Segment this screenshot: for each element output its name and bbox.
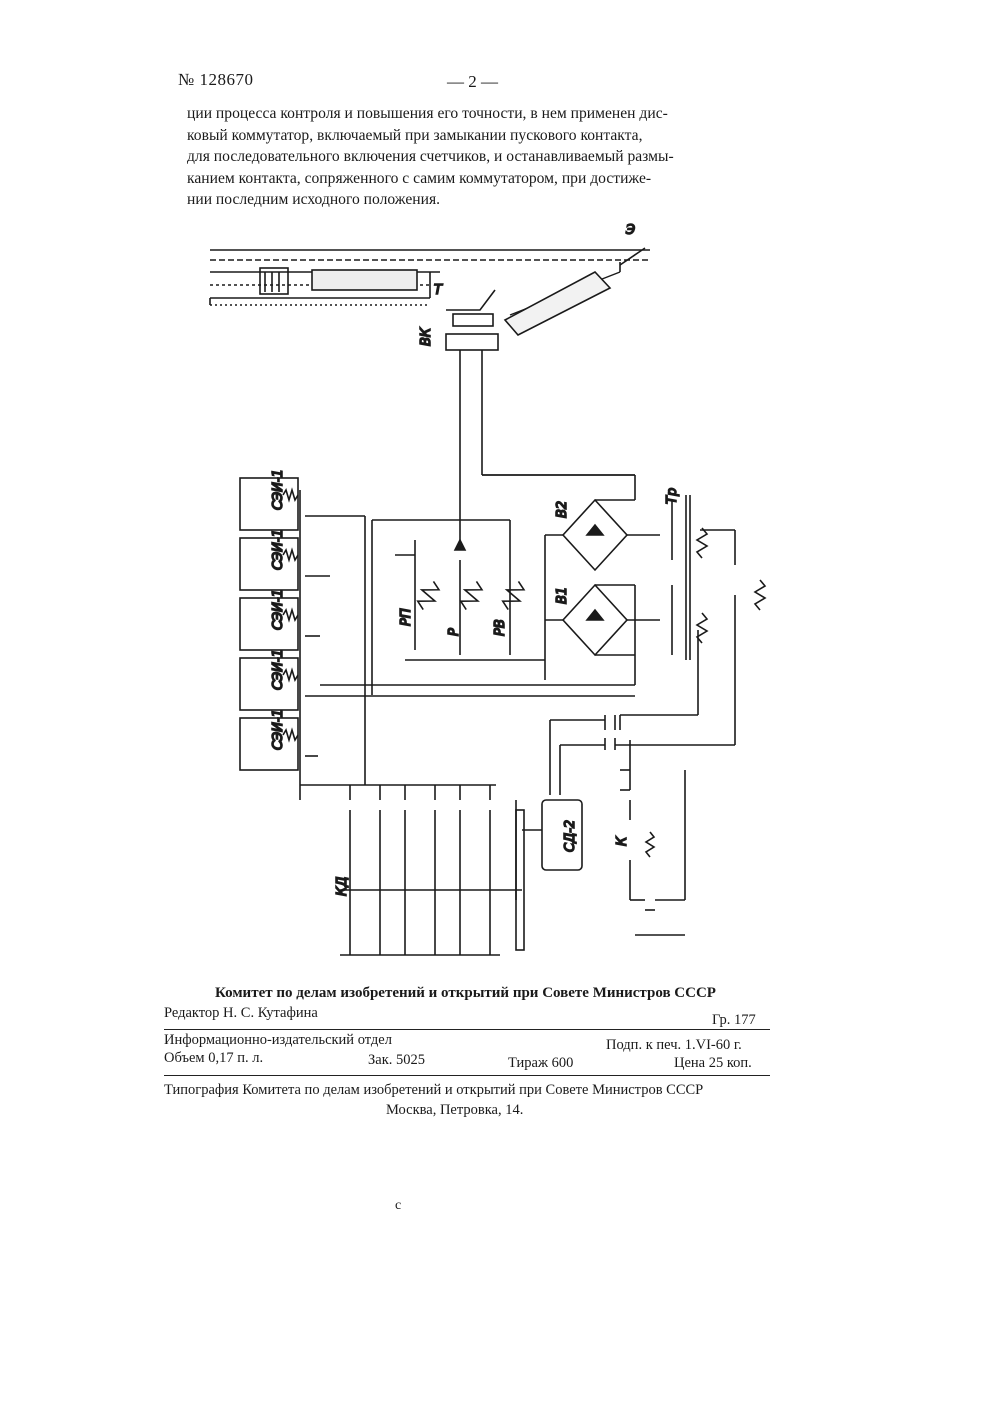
- price: Цена 25 коп.: [674, 1055, 752, 1072]
- address: Москва, Петровка, 14.: [386, 1102, 523, 1119]
- counter-label: СЭИ-1: [271, 589, 286, 630]
- order: Зак. 5025: [368, 1052, 425, 1069]
- committee-name: Комитет по делам изобретений и открытий …: [215, 985, 716, 1002]
- body-line: нии последним исходного положения.: [187, 189, 760, 211]
- label-e: Э: [625, 223, 635, 238]
- rectifiers: [320, 475, 660, 685]
- label-rv: РВ: [493, 619, 508, 636]
- circulation: Тираж 600: [508, 1055, 573, 1072]
- patent-number: № 128670: [178, 70, 253, 90]
- divider: [164, 1029, 770, 1030]
- printer: Типография Комитета по делам изобретений…: [164, 1082, 703, 1099]
- label-t: Т: [434, 283, 443, 298]
- circuit-diagram: ВК Т Э СЭИ-1 СЭИ-1 СЭИ-1 СЭИ-1 СЭИ-1: [150, 210, 850, 980]
- volume: Объем 0,17 п. л.: [164, 1050, 263, 1067]
- label-vk: ВК: [419, 327, 434, 346]
- footer-mark: с: [395, 1198, 401, 1214]
- disc-commutator: [300, 785, 524, 955]
- label-rp: РП: [399, 608, 414, 626]
- editor: Редактор Н. С. Кутафина: [164, 1005, 318, 1022]
- body-line: для последовательного включения счетчико…: [187, 146, 760, 168]
- label-v2: В2: [555, 501, 570, 518]
- label-p: Р: [447, 628, 462, 636]
- department: Информационно-издательский отдел: [164, 1032, 392, 1049]
- counter-label: СЭИ-1: [271, 469, 286, 510]
- group: Гр. 177: [712, 1012, 756, 1029]
- page-number: — 2 —: [447, 72, 498, 92]
- label-kd: КД: [335, 877, 350, 896]
- body-line: ции процесса контроля и повышения его то…: [187, 103, 760, 125]
- body-paragraph: ции процесса контроля и повышения его то…: [187, 103, 760, 211]
- label-sd2: СД-2: [563, 820, 578, 852]
- counter-label: СЭИ-1: [271, 529, 286, 570]
- counter-label: СЭИ-1: [271, 649, 286, 690]
- counter-label: СЭИ-1: [271, 709, 286, 750]
- conveyor-mechanism: [210, 248, 650, 500]
- counters: [240, 478, 635, 785]
- divider: [164, 1075, 770, 1076]
- motor-circuit: [516, 715, 735, 935]
- label-v1: В1: [555, 587, 570, 604]
- body-line: канием контакта, сопряженного с самим ко…: [187, 168, 760, 190]
- label-k: К: [615, 836, 630, 846]
- label-tr: Тр: [665, 488, 680, 504]
- body-line: ковый коммутатор, включаемый при замыкан…: [187, 125, 760, 147]
- signed-date: Подп. к печ. 1.VI-60 г.: [606, 1037, 742, 1054]
